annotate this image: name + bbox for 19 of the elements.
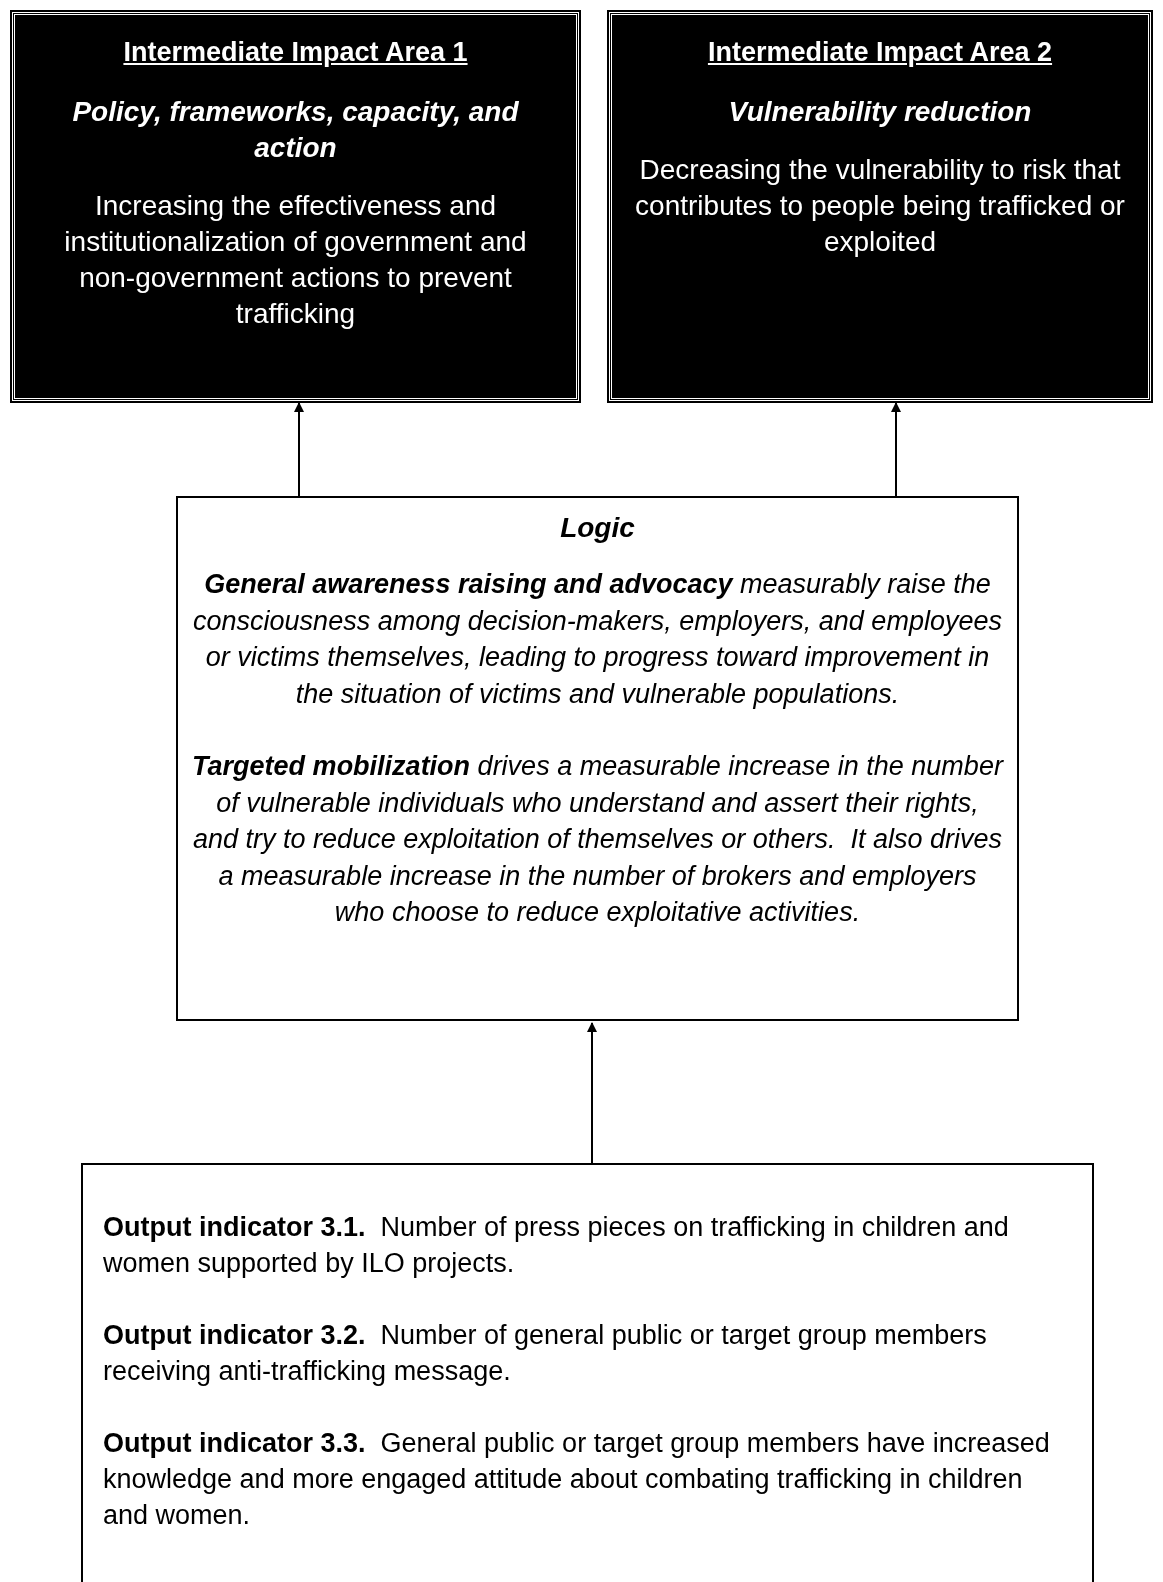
output-indicators-box [81,1163,1094,1582]
box-heading: Intermediate Impact Area 2 [706,37,1054,68]
logic-paragraph: General awareness raising and advocacy measurably raise the consciousness among decision-makers, employers, and employees or victims themselves, leading to progress toward improvement in the situation of victims and vulnerable populations. [192,568,1003,711]
arrow [587,1022,597,1164]
output-indicator-text: Output indicator 3.1. Number of press pieces on trafficking in children and women supported by ILO projects. [103,1211,1010,1280]
box-subheading: Vulnerability reduction [727,95,1033,129]
logic-box [176,496,1019,1021]
output-indicator-text: Output indicator 3.2. Number of general public or target group members receiving anti-trafficking message. [103,1319,988,1388]
box-heading: Logic [559,511,636,545]
output-indicator-text: Output indicator 3.3. General public or target group members have increased knowledge and more engaged attitude about combating trafficking in children and women. [103,1427,1051,1532]
box-heading: Intermediate Impact Area 1 [122,37,469,68]
arrow [294,402,304,497]
box-description: Increasing the effectiveness and institutionalization of government and non-government actions to prevent trafficking [63,189,528,331]
box-subheading: Policy, frameworks, capacity, and action [71,95,520,165]
impact-area-box [609,12,1151,401]
arrow [891,402,901,497]
box-description: Decreasing the vulnerability to risk that contributes to people being trafficked or exploited [634,153,1126,259]
logic-paragraph: Targeted mobilization drives a measurable increase in the number of vulnerable individuals who understand and assert their rights, and try to reduce exploitation of themselves or others. It also drives a measurable increase in the number of brokers and employers who choose to reduce exploitative activities. [192,750,1003,929]
impact-area-box [12,12,579,401]
